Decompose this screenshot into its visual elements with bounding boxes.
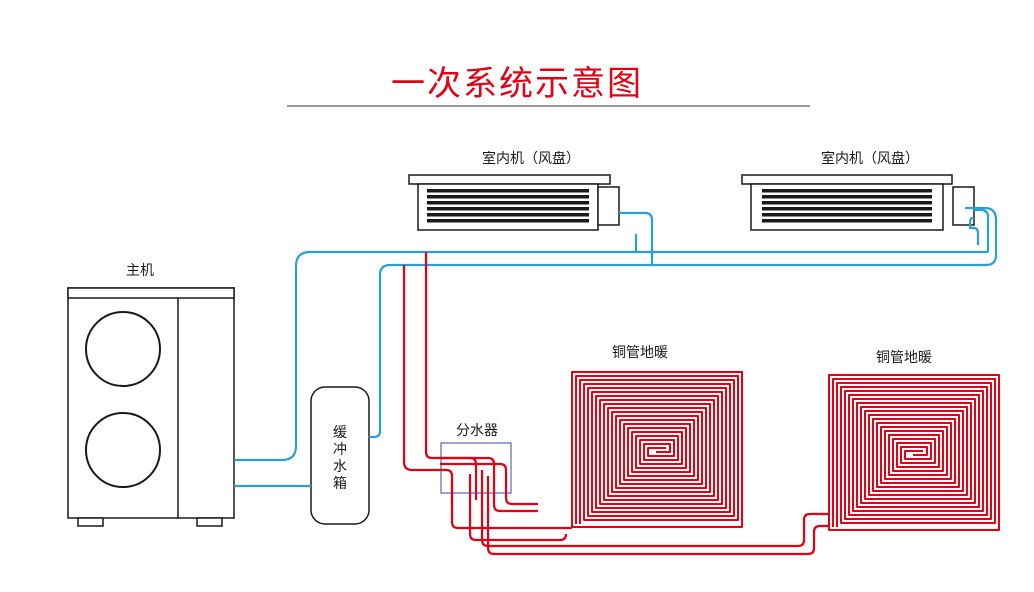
indoor-unit-2 [741,174,975,231]
floor-heating-2-label: 铜管地暖 [876,350,932,366]
svg-text:冲: 冲 [333,442,347,458]
red-pipes [402,252,830,556]
floor-heating-1-label: 铜管地暖 [612,345,668,361]
floor-heating-1 [571,371,743,528]
svg-text:箱: 箱 [333,476,347,492]
indoor-unit-1-label: 室内机（风盘） [482,150,580,167]
buffer-tank-label: 缓 冲 水 箱 [333,425,347,492]
host-unit [67,287,235,527]
svg-text:缓: 缓 [333,425,347,441]
host-label: 主机 [126,263,154,279]
blue-pipes [234,206,998,488]
indoor-unit-2-label: 室内机（风盘） [821,150,919,167]
manifold-label: 分水器 [456,423,498,439]
buffer-tank [310,386,370,525]
svg-text:水: 水 [333,459,347,475]
indoor-unit-1 [408,174,620,231]
diagram-title: 一次系统示意图 [391,64,643,104]
floor-heating-2 [828,374,1000,531]
